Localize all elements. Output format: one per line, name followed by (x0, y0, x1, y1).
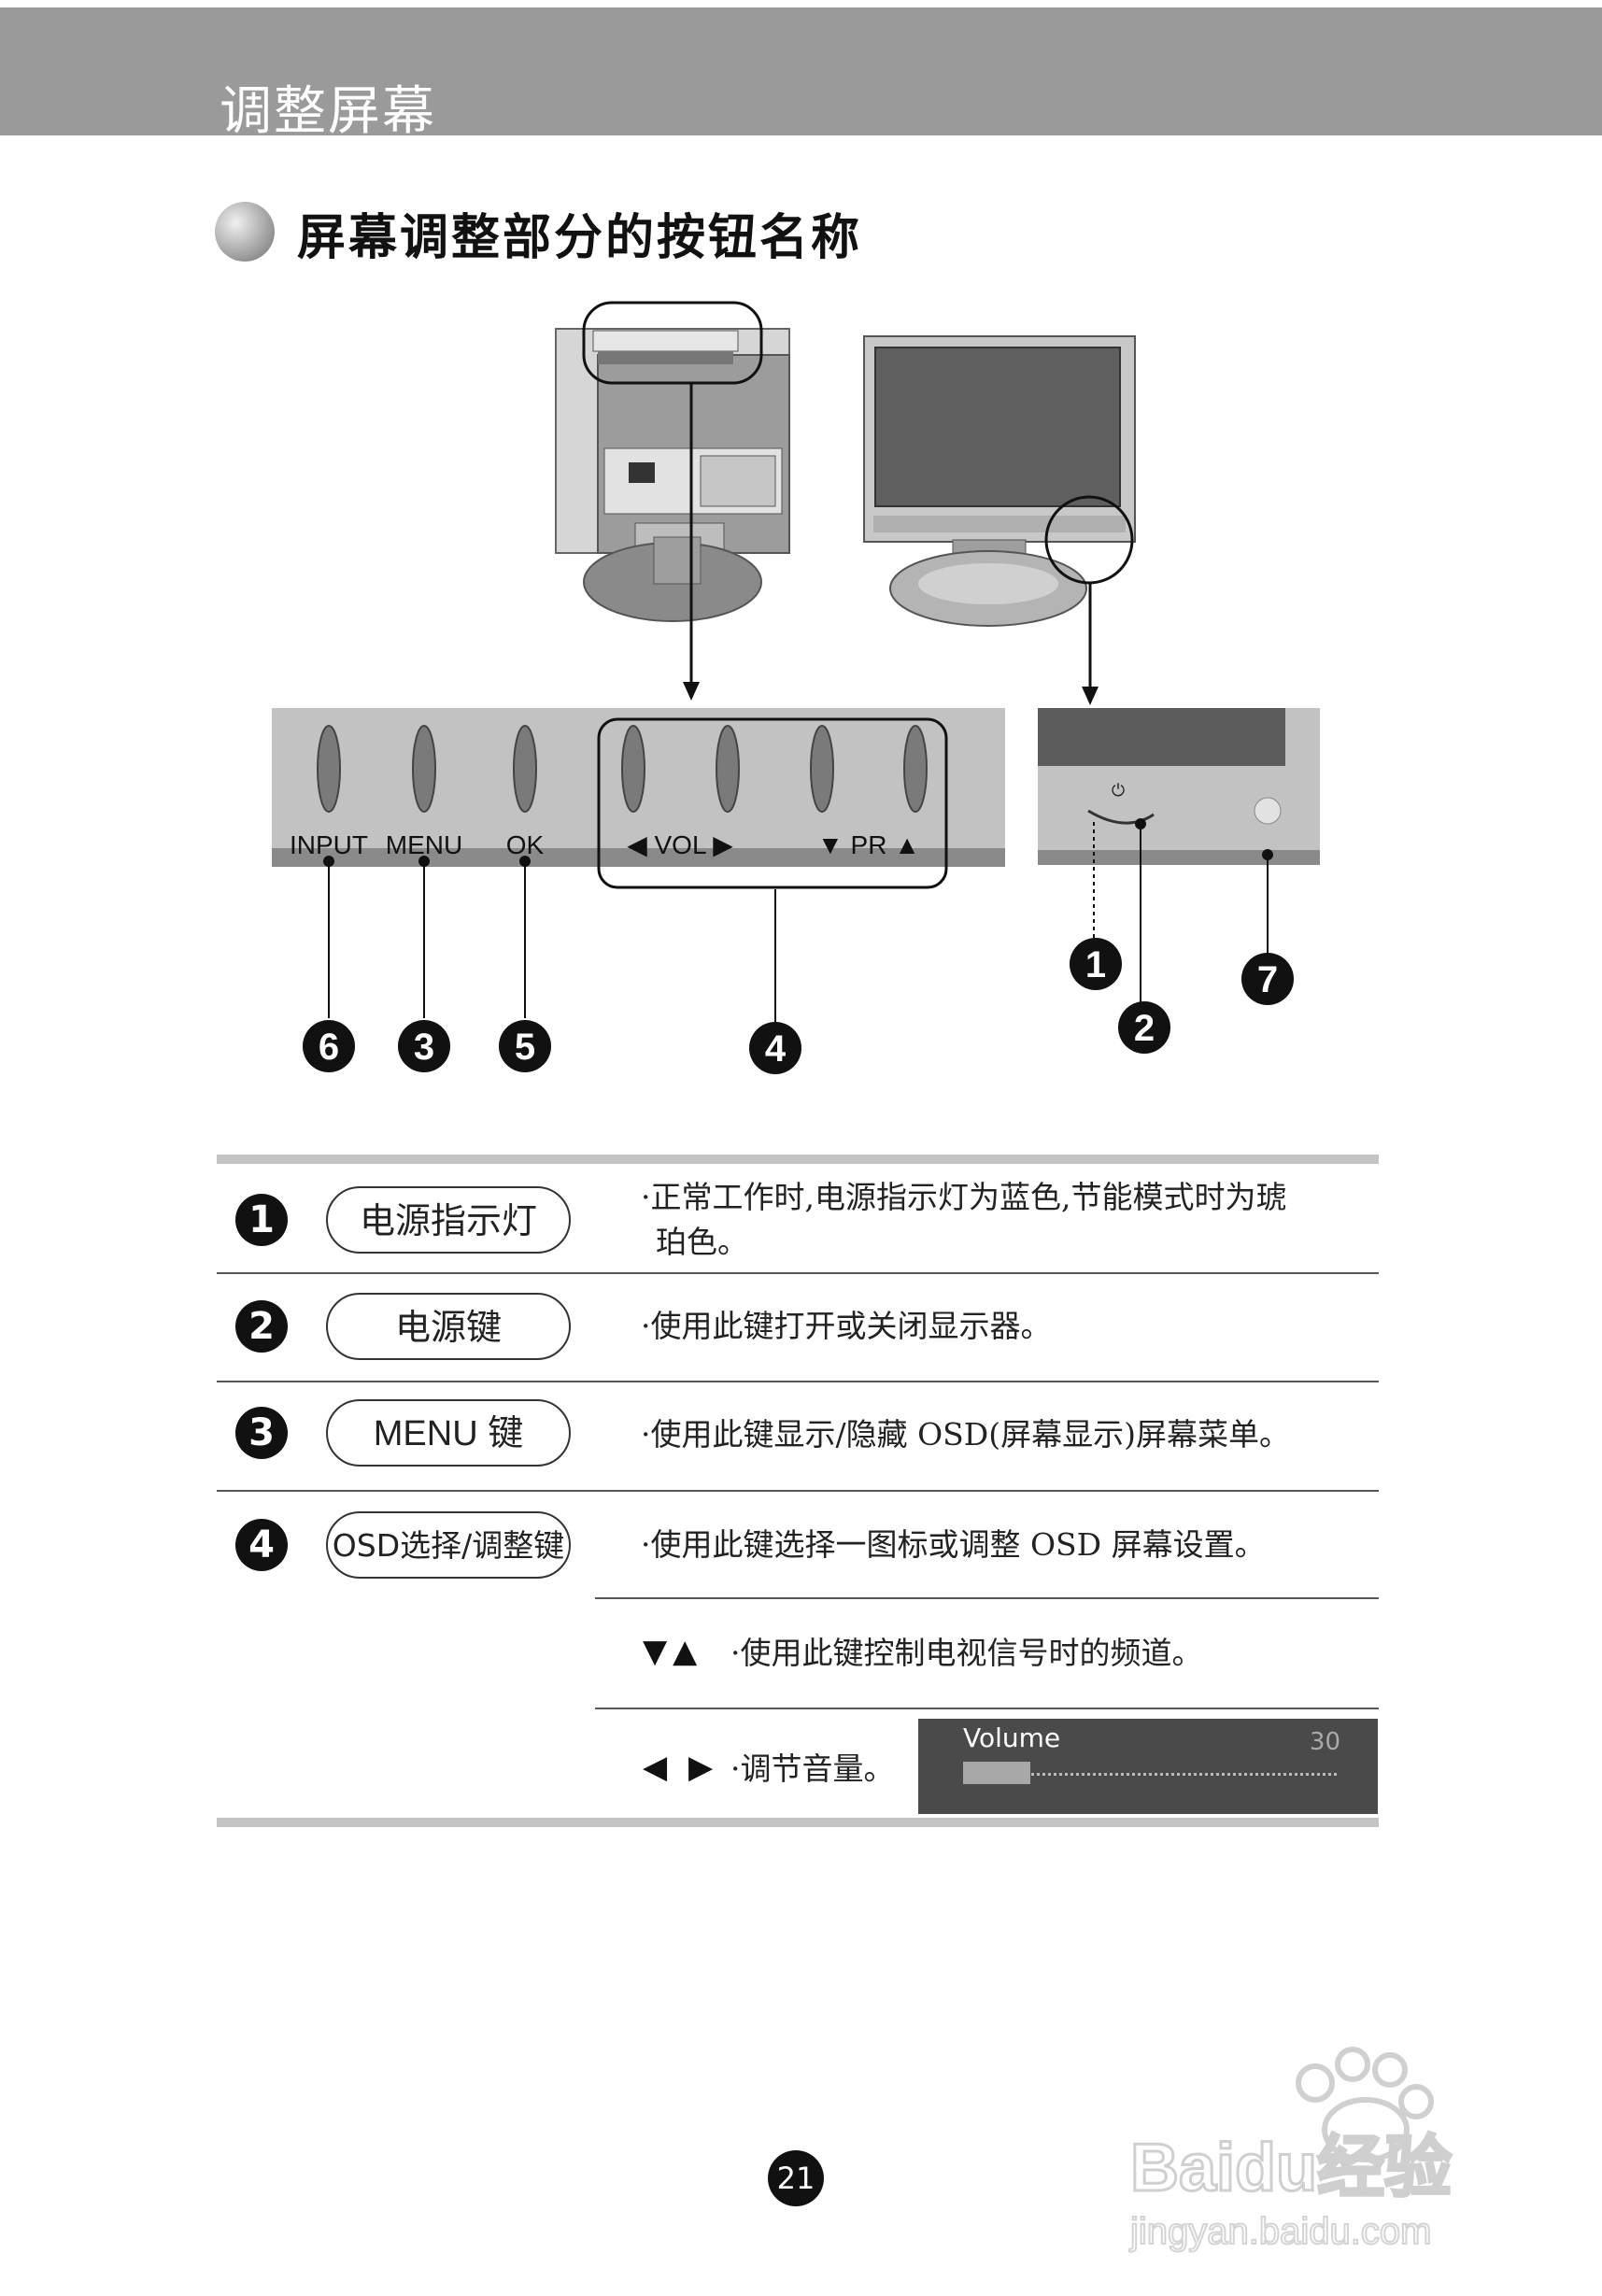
row-divider (595, 1597, 1379, 1599)
desc-channel: ·使用此键控制电视信号时的频道。 (730, 1635, 1203, 1671)
desc-menu-key: ·使用此键显示/隐藏 OSD(屏幕显示)屏幕菜单。 (641, 1416, 1290, 1453)
menu-label: MENU (386, 830, 462, 859)
pr-down-button[interactable] (810, 725, 834, 813)
desc-power-indicator-line2: 珀色。 (656, 1224, 748, 1260)
volume-osd-fill (963, 1762, 1030, 1784)
watermark-brand: Baidu经验 (1130, 2131, 1452, 2205)
volume-osd-track (963, 1773, 1337, 1776)
row-divider (595, 1708, 1379, 1709)
callout-5: 5 (515, 1027, 535, 1068)
pr-label: ▼ PR ▲ (817, 830, 920, 859)
callout-7: 7 (1257, 959, 1278, 1000)
input-label: INPUT (290, 830, 368, 859)
vol-up-button[interactable] (716, 725, 740, 813)
svg-text:⏻: ⏻ (1112, 781, 1125, 801)
desc-power-indicator-line1: ·正常工作时,电源指示灯为蓝色,节能模式时为琥 (641, 1179, 1287, 1215)
ok-label: OK (506, 830, 545, 859)
vol-label: ◀ VOL ▶ (627, 830, 733, 859)
input-button[interactable] (317, 725, 341, 813)
button-panel: INPUT MENU OK ◀ VOL ▶ ▼ PR ▲ (272, 708, 1005, 889)
desc-power-key: ·使用此键打开或关闭显示器。 (641, 1308, 1052, 1344)
monitor-back-view (555, 301, 790, 622)
monitor-buttons-illustration: INPUT MENU OK ◀ VOL ▶ ▼ PR ▲ ⏻ 6 3 5 4 1 (272, 301, 1320, 1074)
monitor-front-view (863, 335, 1136, 627)
page-title: 调整屏幕 (220, 81, 436, 142)
volume-osd: Volume 30 (918, 1719, 1378, 1814)
sensor-icon (1254, 797, 1282, 825)
row-number-1: 1 (235, 1194, 288, 1246)
volume-arrows-icon: ◀ ▶ (643, 1749, 719, 1786)
menu-button[interactable] (412, 725, 436, 813)
power-button[interactable] (1087, 809, 1155, 825)
table-top-rule (217, 1155, 1379, 1164)
page-number: 21 (768, 2150, 824, 2206)
section-title: 屏幕调整部分的按钮名称 (297, 210, 863, 266)
label-power-indicator: 电源指示灯 (326, 1186, 571, 1254)
volume-osd-label: Volume (963, 1722, 1061, 1753)
callout-3: 3 (414, 1027, 434, 1068)
row-divider (217, 1381, 1379, 1382)
callout-6: 6 (319, 1027, 339, 1068)
row-number-2: 2 (235, 1300, 288, 1353)
channel-arrows-icon: ▼▲ (643, 1633, 703, 1670)
callout-1: 1 (1085, 944, 1106, 985)
row-divider (217, 1490, 1379, 1492)
table-bottom-rule (217, 1818, 1379, 1827)
label-menu-key: MENU 键 (326, 1399, 571, 1467)
volume-osd-value: 30 (1309, 1728, 1340, 1756)
callout-4: 4 (765, 1028, 787, 1070)
callout-2: 2 (1134, 1008, 1155, 1049)
row-divider (217, 1272, 1379, 1274)
section-bullet-icon (215, 202, 275, 262)
row-number-3: 3 (235, 1407, 288, 1459)
desc-osd-select-key: ·使用此键选择一图标或调整 OSD 屏幕设置。 (641, 1526, 1266, 1563)
pr-up-button[interactable] (903, 725, 928, 813)
vol-down-button[interactable] (621, 725, 645, 813)
page-header-bar: 调整屏幕 (0, 7, 1602, 142)
row-number-4: 4 (235, 1519, 288, 1571)
label-osd-select-key: OSD选择/调整键 (326, 1511, 571, 1579)
label-power-key: 电源键 (326, 1293, 571, 1360)
desc-volume: ·调节音量。 (730, 1750, 895, 1787)
ok-button[interactable] (513, 725, 537, 813)
baidu-jingyan-watermark: Baidu经验 jingyan.baidu.com (1128, 2047, 1453, 2253)
watermark-url: jingyan.baidu.com (1129, 2211, 1431, 2252)
power-closeup-panel: ⏻ (1038, 708, 1320, 865)
